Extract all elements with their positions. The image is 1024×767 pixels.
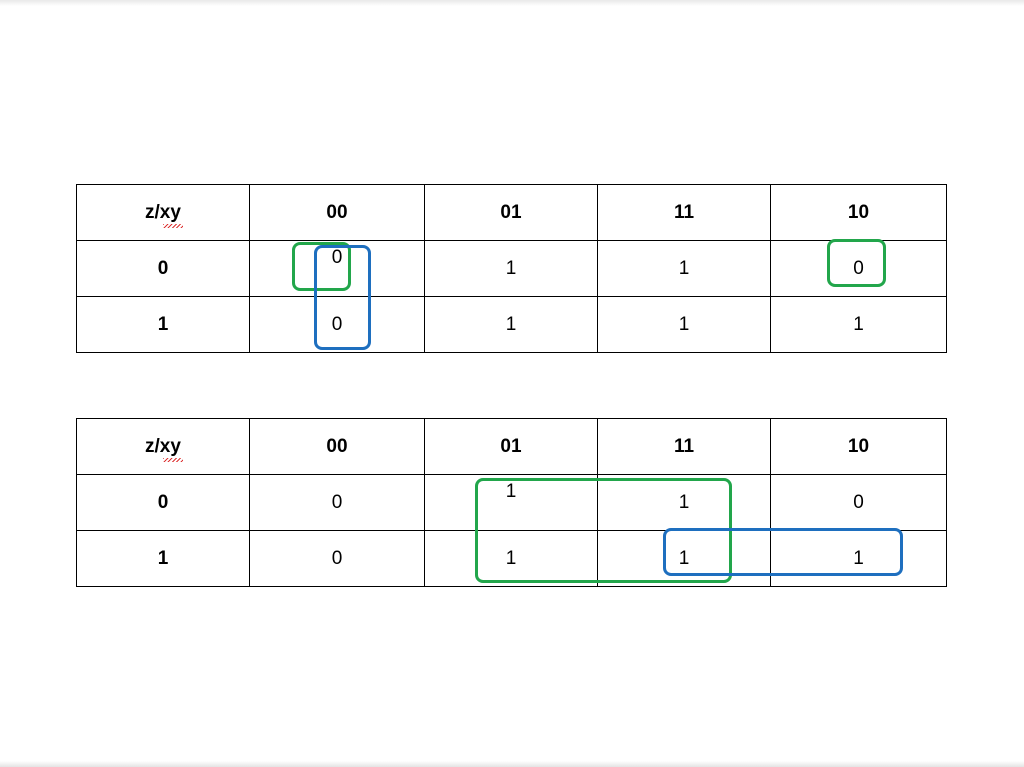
cell-z1-01: 1 [424,530,598,587]
row-header-z0: 0 [76,474,250,531]
column-header-00: 00 [249,418,425,475]
slide-top-edge [0,0,1024,6]
column-header-11: 11 [597,418,771,475]
cell-z0-01: 1 [424,240,598,297]
cell-z1-10: 1 [770,296,947,353]
row-header-z1: 1 [76,530,250,587]
group-blue-pair-z1-11-10 [663,528,903,576]
cell-z1-10: 1 [770,530,947,587]
cell-z1-11: 1 [597,296,771,353]
column-header-11: 11 [597,184,771,241]
spellcheck-underline [163,223,183,228]
column-header-10: 10 [770,418,947,475]
column-header-01: 01 [424,184,598,241]
karnaugh-map-2: z/xy 00 01 11 10 0 0 1 1 0 1 0 1 1 1 [76,418,947,587]
corner-cell: z/xy [76,184,250,241]
cell-z1-00: 0 [249,296,425,353]
karnaugh-map-1: z/xy 00 01 11 10 0 0 1 1 0 1 0 1 1 1 [76,184,947,353]
cell-value: 1 [505,480,517,502]
table-row: 1 0 1 1 1 [76,530,947,587]
table-row: 0 0 1 1 0 [76,474,947,531]
cell-z0-00: 0 [249,240,425,297]
column-header-10: 10 [770,184,947,241]
row-header-z1: 1 [76,296,250,353]
cell-z0-11: 1 [597,240,771,297]
corner-cell: z/xy [76,418,250,475]
slide-bottom-edge [0,761,1024,767]
cell-z0-01: 1 [424,474,598,531]
table-row: 1 0 1 1 1 [76,296,947,353]
table-row: 0 0 1 1 0 [76,240,947,297]
column-header-00: 00 [249,184,425,241]
group-blue-column-00 [314,245,371,350]
cell-z0-00: 0 [249,474,425,531]
spellcheck-underline [163,457,183,462]
cell-value: 0 [331,246,343,268]
group-green-z0-00 [292,242,351,291]
header-row: z/xy 00 01 11 10 [76,184,947,241]
corner-label: z/xy [145,435,181,457]
kmap-table: z/xy 00 01 11 10 0 0 1 1 0 1 0 1 1 1 [76,184,947,353]
header-row: z/xy 00 01 11 10 [76,418,947,475]
row-header-z0: 0 [76,240,250,297]
cell-z1-01: 1 [424,296,598,353]
kmap-table: z/xy 00 01 11 10 0 0 1 1 0 1 0 1 1 1 [76,418,947,587]
group-green-z0-10 [827,239,886,287]
cell-z0-10: 0 [770,474,947,531]
cell-z1-00: 0 [249,530,425,587]
column-header-01: 01 [424,418,598,475]
corner-label: z/xy [145,201,181,223]
